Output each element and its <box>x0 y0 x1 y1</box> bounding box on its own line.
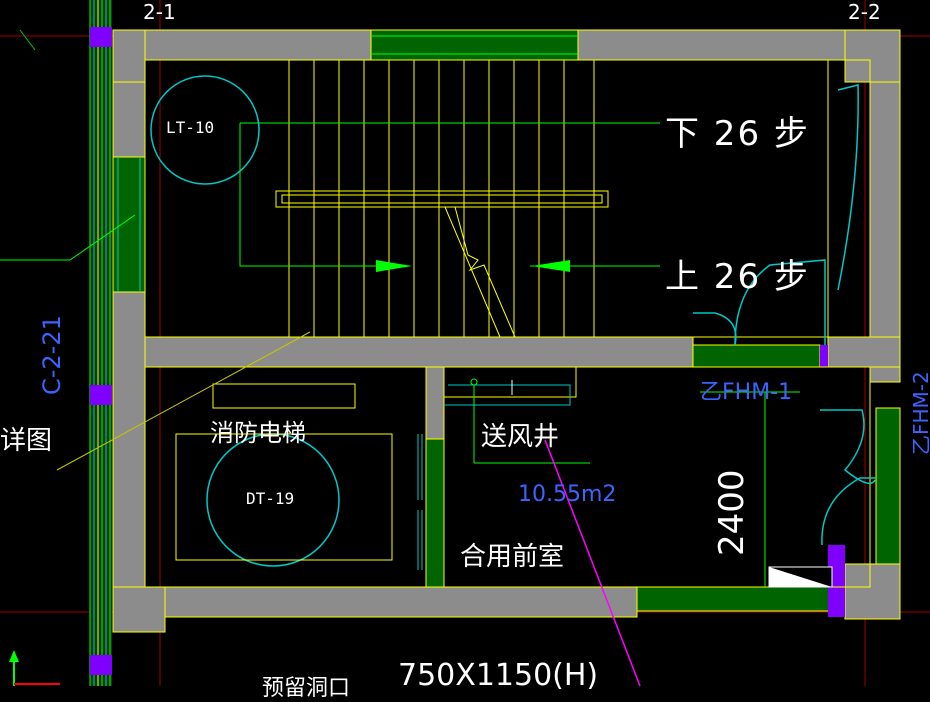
grid-label-right: 2-2 <box>848 0 881 24</box>
stair-up-label: 上 26 步 <box>665 257 810 297</box>
bottom-label: 预留洞口 <box>262 676 351 701</box>
door-swings <box>693 84 876 546</box>
door1-label: 乙FHM-1 <box>700 380 793 405</box>
floor-plan-drawing <box>0 0 930 686</box>
door2-label: 乙FHM-2 <box>909 371 930 455</box>
lobby-label: 合用前室 <box>460 542 565 572</box>
dimension-2400: 2400 <box>712 469 752 556</box>
walls <box>112 29 901 633</box>
stair-down-label: 下 26 步 <box>665 114 810 154</box>
shaft-label: 送风井 <box>481 422 560 452</box>
arrow-left-icon <box>532 260 570 272</box>
elevator-outlines <box>175 383 423 570</box>
stair-tag-circle <box>150 75 260 185</box>
left-column-strip <box>89 0 112 686</box>
side-label-left: C-2-21 <box>38 315 66 395</box>
ucs-axis-icon <box>9 650 60 686</box>
opening-size: 750X1150(H) <box>398 658 599 693</box>
grid-label-left: 2-1 <box>143 0 176 24</box>
stair-tag: LT-10 <box>166 118 215 137</box>
room-outlines <box>144 59 871 588</box>
shaft-details <box>444 378 590 464</box>
window-openings <box>112 29 901 617</box>
elevator-label: 消防电梯 <box>210 419 306 447</box>
arrow-right-icon <box>376 260 412 272</box>
left-leader-line-2 <box>69 214 136 261</box>
level-symbol-fill <box>769 567 832 587</box>
magenta-leader-line <box>544 439 641 686</box>
detail-leader-line <box>56 331 311 471</box>
stair-treads <box>275 60 609 338</box>
lobby-area: 10.55m2 <box>518 482 617 507</box>
left-tick <box>19 29 36 51</box>
elevator-tag: DT-19 <box>246 489 295 508</box>
detail-label: 详图 <box>0 426 53 456</box>
